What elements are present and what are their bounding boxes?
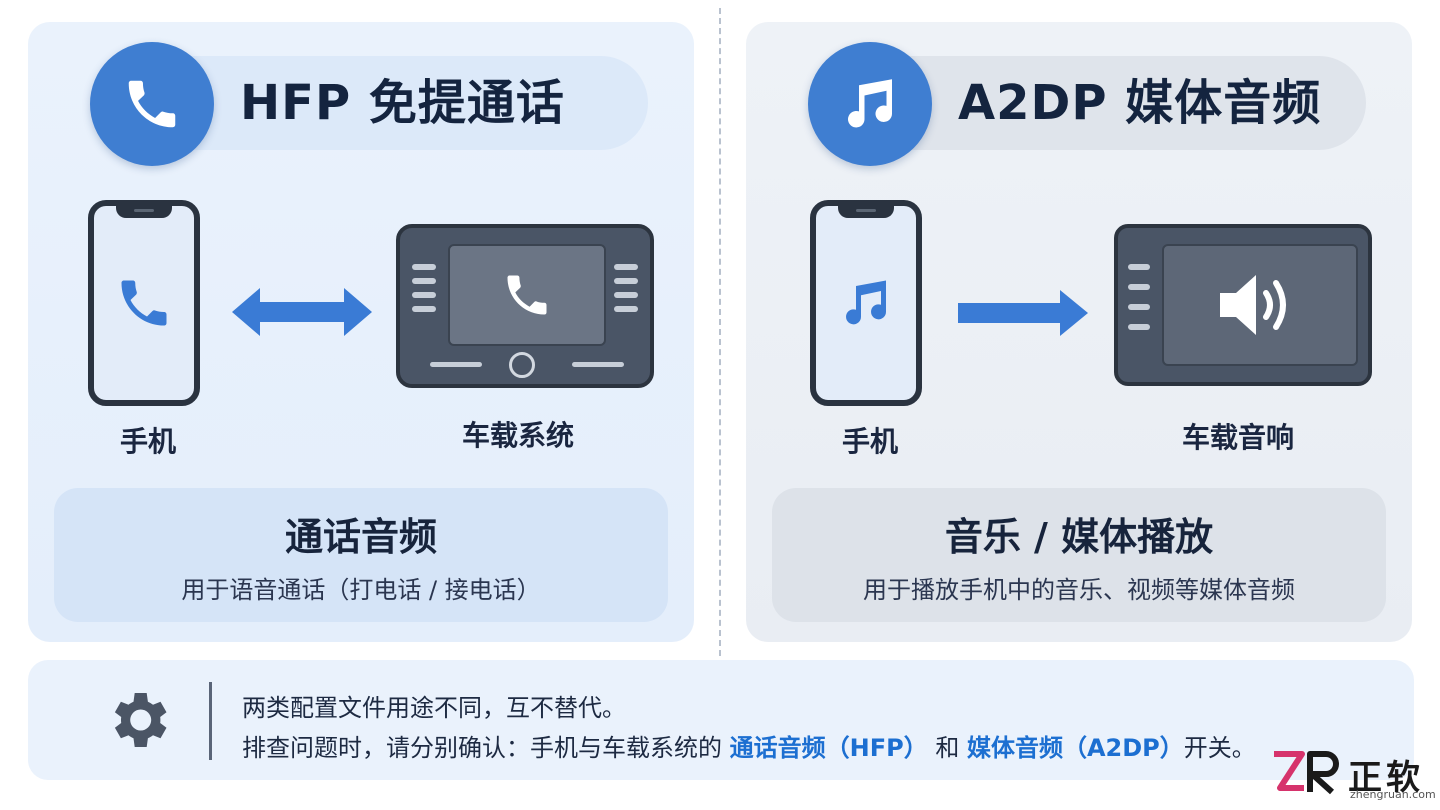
note-text: 和 [927,734,967,762]
info-title: 音乐 / 媒体播放 [944,515,1214,559]
music-note-icon [846,280,887,325]
brand-logo: 正软 zhengruan.com [1270,748,1440,810]
a2dp-panel: A2DP 媒体音频 手机 车载音响 音乐 / 媒体播放 用于播放手机中的音乐、视… [746,22,1412,642]
phone-notch [838,205,894,218]
info-card: 音乐 / 媒体播放 用于播放手机中的音乐、视频等媒体音频 [772,488,1386,622]
panel-title: A2DP 媒体音频 [958,75,1322,131]
phone-device [88,200,200,406]
bidirectional-arrow-icon [232,288,372,336]
info-card: 通话音频 用于语音通话（打电话 / 接电话） [54,488,668,622]
phone-icon [507,275,547,315]
head-unit-screen [448,244,606,346]
music-note-icon [848,79,893,128]
gear-icon [114,693,167,747]
phone-icon [121,280,167,326]
car-head-unit [396,224,654,388]
brand-url: zhengruan.com [1350,788,1436,801]
device-label-car-system: 车载系统 [462,419,575,452]
zr-logo-icon [1274,751,1339,795]
speaker-volume-icon [1220,275,1286,335]
volume-knob [509,352,535,378]
speaker-screen [1162,244,1358,366]
title-icon-badge [90,42,214,166]
title-icon-badge [808,42,932,166]
note-line-2: 排查问题时，请分别确认：手机与车载系统的 通话音频（HFP） 和 媒体音频（A2… [242,728,1256,763]
phone-icon [128,80,176,128]
note-box: 两类配置文件用途不同，互不替代。 排查问题时，请分别确认：手机与车载系统的 通话… [28,660,1414,780]
note-text: 开关。 [1183,734,1256,762]
brand-name: 正软 [1348,758,1424,798]
right-arrow-icon [958,290,1088,336]
phone-notch [116,205,172,218]
phone-device [810,200,922,406]
note-line-1: 两类配置文件用途不同，互不替代。 [242,694,626,722]
dashed-divider [719,8,721,656]
device-label-phone: 手机 [842,425,899,458]
info-description: 用于语音通话（打电话 / 接电话） [181,576,541,604]
panel-title: HFP 免提通话 [240,75,565,131]
device-label-car-speaker: 车载音响 [1182,421,1295,454]
note-highlight-hfp: 通话音频（HFP） [729,734,928,762]
info-description: 用于播放手机中的音乐、视频等媒体音频 [863,576,1295,604]
car-speaker-unit [1114,224,1372,386]
note-text: 排查问题时，请分别确认：手机与车载系统的 [242,734,730,762]
info-title: 通话音频 [284,515,437,559]
device-label-phone: 手机 [120,425,177,458]
hfp-panel: HFP 免提通话 手机 车载系统 通话音频 用于语音通话（打电话 / 接电话） [28,22,694,642]
note-separator [209,682,212,760]
note-highlight-a2dp: 媒体音频（A2DP） [966,734,1184,762]
